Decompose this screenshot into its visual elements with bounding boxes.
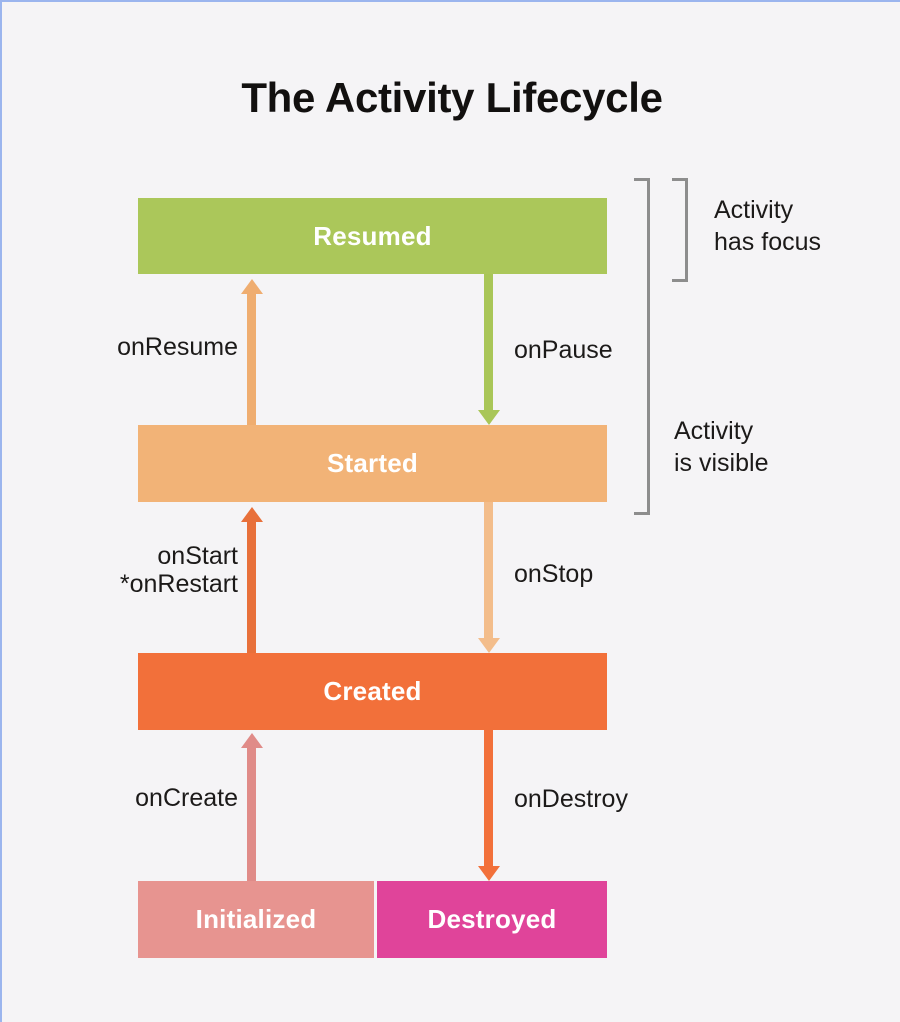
bracket-caption-activity-is-visible: Activity is visible [674,417,769,477]
arrow-onresume [240,279,263,425]
arrow-onstart [240,507,263,653]
state-box-created: Created [138,653,607,730]
arrow-head-up-icon [240,507,263,522]
arrow-head-up-icon [240,733,263,748]
arrow-onstop [477,502,500,653]
arrow-head-down-icon [477,638,500,653]
transition-label-onpause: onPause [514,336,613,364]
page-title: The Activity Lifecycle [241,74,663,121]
bracket-activity-is-visible [634,178,650,515]
state-box-started: Started [138,425,607,502]
arrow-shaft [484,274,493,412]
state-box-destroyed: Destroyed [377,881,607,958]
state-box-initialized: Initialized [138,881,374,958]
arrow-head-down-icon [477,410,500,425]
state-box-resumed: Resumed [138,198,607,274]
bracket-activity-has-focus [672,178,688,282]
transition-label-onresume: onResume [117,333,238,361]
bracket-caption-activity-has-focus: Activity has focus [714,196,822,256]
arrow-shaft [247,520,256,653]
arrow-head-down-icon [477,866,500,881]
arrow-onpause [477,274,500,425]
transition-label-oncreate: onCreate [135,784,238,812]
arrow-shaft [484,730,493,868]
arrow-head-up-icon [240,279,263,294]
arrow-ondestroy [477,730,500,881]
transition-label-onstop: onStop [514,560,594,588]
arrow-shaft [247,746,256,881]
transition-label-onstart: onStart *onRestart [119,542,238,598]
arrow-shaft [247,292,256,425]
arrow-oncreate [240,733,263,881]
transition-label-ondestroy: onDestroy [514,785,628,813]
arrow-shaft [484,502,493,640]
